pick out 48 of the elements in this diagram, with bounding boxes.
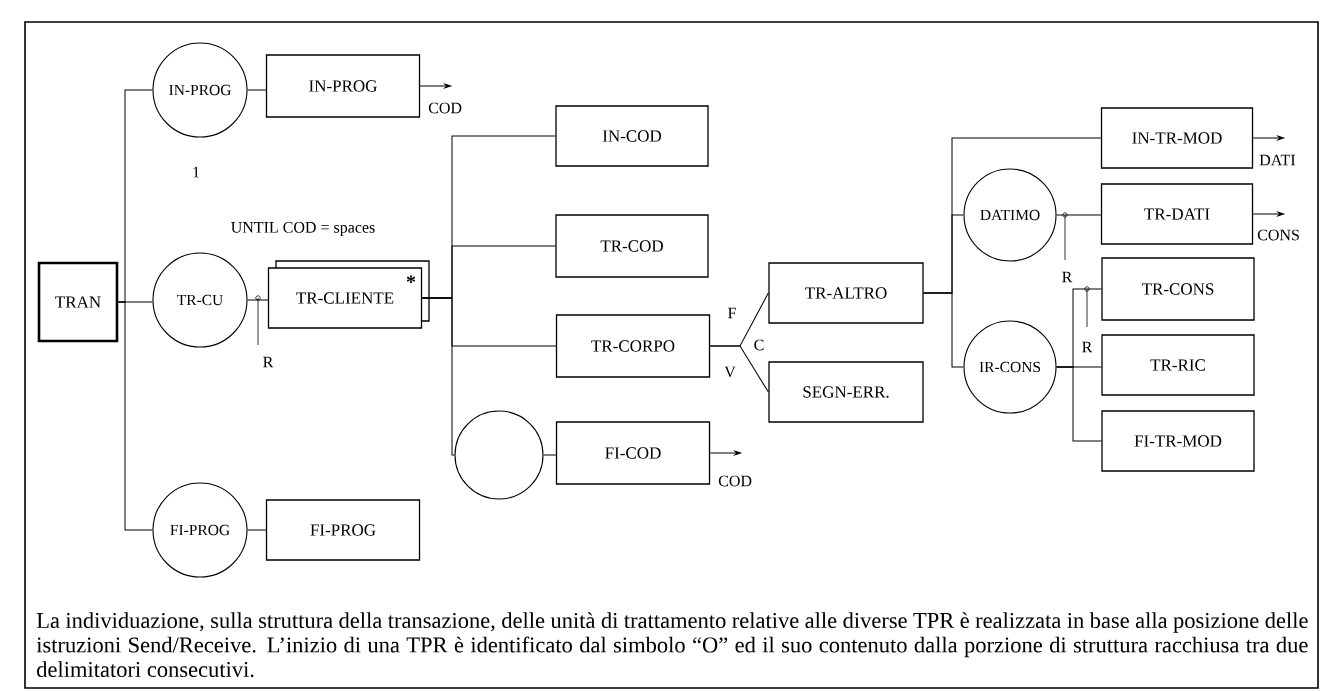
- process-box: TRAN: [37, 261, 119, 343]
- connector-line: [1056, 214, 1102, 216]
- process-box: IN-COD: [555, 105, 709, 167]
- circle-node: TR-CU: [152, 252, 248, 348]
- arrow: [419, 83, 452, 89]
- connector-line: [247, 529, 267, 531]
- process-box: IN-PROG: [265, 54, 421, 118]
- process-box: TR-CONS: [1101, 257, 1255, 321]
- arrow: [1252, 135, 1285, 141]
- arrow: [709, 450, 742, 456]
- edge-label: COD: [428, 102, 462, 114]
- process-box: TR-RIC: [1101, 334, 1255, 396]
- connector-line: [117, 301, 153, 531]
- edge-label: CONS: [1257, 229, 1299, 241]
- text-label: C: [754, 339, 764, 351]
- edge-label: COD: [718, 475, 752, 487]
- text-label: V: [724, 366, 736, 378]
- circle-node: [454, 410, 544, 500]
- arrow: [1252, 211, 1285, 217]
- connector-line: [543, 454, 557, 456]
- connector-line: [247, 299, 269, 301]
- caption: La individuazione, sulla struttura della transazione, delle unità di trattamento relative alle diverse TPR è realizzata in base alla posizione delle istruzioni Send/Receive. L’inizio di una TPR è identificato dal simbolo “O” ed il suo contenuto dalla porzione di struttura racchiusa tra due delimitatori consecutivi.: [36, 612, 1308, 678]
- text-label: R: [263, 356, 274, 368]
- connector-line: [247, 89, 267, 91]
- circle-node: FI-PROG: [152, 482, 248, 578]
- circle-node: IR-CONS: [963, 320, 1057, 414]
- process-box: IN-TR-MOD: [1100, 107, 1254, 169]
- connector-line: [1056, 366, 1102, 442]
- connector-line: [923, 292, 964, 368]
- text-label: F: [728, 307, 736, 319]
- text-label: R: [1082, 341, 1093, 353]
- process-box: TR-DATI: [1100, 183, 1254, 245]
- connector-line: [709, 345, 769, 393]
- process-box: FI-PROG: [265, 499, 421, 561]
- process-box: FI-COD: [555, 421, 711, 485]
- process-box: TR-ALTRO: [768, 262, 924, 324]
- process-box: SEGN-ERR.: [768, 361, 924, 423]
- edge-label: DATI: [1259, 154, 1296, 166]
- stacked-box: TR-CLIENTE *: [267, 260, 430, 329]
- circle-node: DATIMO: [963, 168, 1057, 262]
- circle-node: IN-PROG: [152, 42, 248, 138]
- text-label: 1: [193, 166, 200, 178]
- text-label: UNTIL COD = spaces: [231, 222, 375, 236]
- process-box: FI-TR-MOD: [1101, 410, 1255, 472]
- process-box: TR-COD: [555, 214, 709, 278]
- process-box: TR-CORPO: [555, 314, 711, 378]
- text-label: R: [1062, 271, 1073, 283]
- connector-line: [421, 297, 455, 456]
